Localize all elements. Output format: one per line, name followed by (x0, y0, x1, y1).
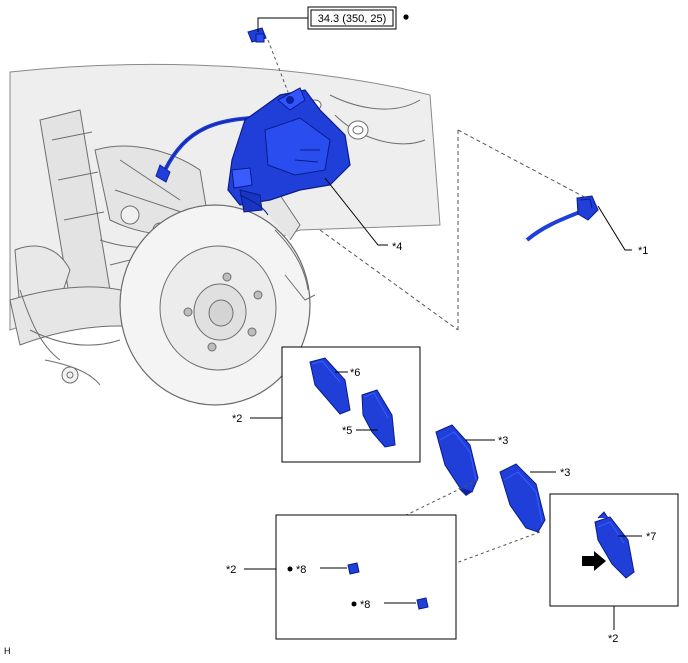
shim-part-c8b (416, 597, 429, 610)
disc-pad-part-c3a (435, 424, 479, 496)
direction-arrow-icon (582, 551, 606, 571)
leader-c1 (597, 205, 632, 251)
label-c8b: *8 (360, 599, 370, 611)
shim-kit-box (275, 514, 457, 640)
torque-bullet-icon (403, 14, 409, 20)
disc-pad-part-c3b (499, 463, 546, 533)
label-c8a: *8 (296, 564, 306, 576)
label-c1: *1 (638, 245, 648, 257)
torque-value: 34.3 (350, 25) (318, 13, 387, 25)
label-c2b: *2 (226, 564, 236, 576)
brake-hose-part (525, 195, 599, 242)
torque-spec-box: 34.3 (350, 25) (307, 6, 397, 30)
outer-pad-part-c5 (361, 389, 396, 448)
hose-detail-projection (319, 129, 591, 331)
label-c6: *6 (350, 367, 360, 379)
label-c2a: *2 (232, 413, 242, 425)
caliper-assembly (227, 87, 351, 216)
label-c3b: *3 (560, 467, 570, 479)
label-c5: *5 (342, 425, 352, 437)
label-c4: *4 (392, 241, 402, 253)
inner-pad-part-c6 (309, 357, 351, 415)
leader-c4 (324, 177, 388, 246)
bullet-c8b-icon (351, 601, 357, 607)
torque-leader-line (257, 17, 308, 32)
bullet-c8a-icon (287, 566, 293, 572)
label-c2c: *2 (608, 633, 618, 645)
pad-with-indicator-c7 (594, 511, 635, 579)
label-c3a: *3 (498, 435, 508, 447)
union-bolt-icon (247, 27, 267, 43)
label-c7: *7 (646, 531, 656, 543)
corner-code: H (4, 646, 11, 656)
pad-kit-box-upper (281, 346, 421, 463)
shim-part-c8a (347, 562, 360, 575)
